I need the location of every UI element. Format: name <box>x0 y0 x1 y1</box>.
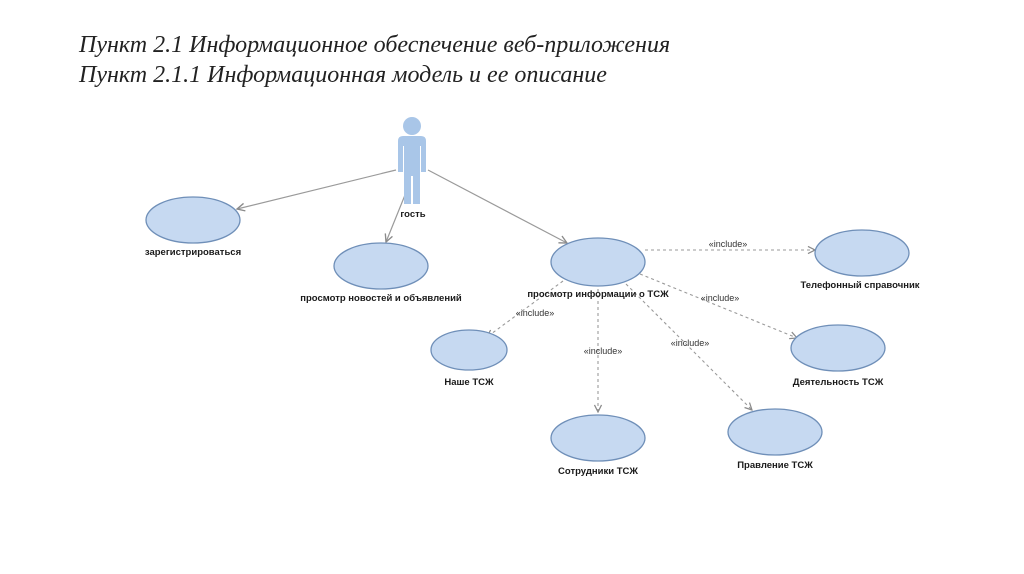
include-label-phonebook: «include» <box>709 239 748 249</box>
association-news <box>386 194 406 242</box>
use-case-phonebook-label: Телефонный справочник <box>800 280 919 291</box>
use-case-our-label: Наше ТСЖ <box>444 377 494 388</box>
include-label-board: «include» <box>671 338 710 348</box>
title-line-2: Пункт 2.1.1 Информационная модель и ее о… <box>79 62 607 88</box>
include-label-activity: «include» <box>701 293 740 303</box>
actor-person-icon <box>398 117 426 204</box>
include-label-our: «include» <box>516 308 555 318</box>
association-register <box>237 169 397 209</box>
use-case-board-label: Правление ТСЖ <box>737 460 813 471</box>
actor-label: гость <box>400 209 425 220</box>
use-case-activity-label: Деятельность ТСЖ <box>793 377 884 388</box>
use-case-board <box>727 408 823 456</box>
use-case-info <box>550 237 646 287</box>
use-case-staff <box>550 414 646 462</box>
use-case-phonebook <box>814 229 910 277</box>
use-case-our <box>430 329 508 371</box>
use-case-register <box>145 196 241 244</box>
include-our <box>487 280 564 337</box>
use-case-activity <box>790 324 886 372</box>
association-info <box>427 169 567 243</box>
page-title: Пункт 2.1 Информационное обеспечение веб… <box>79 30 979 90</box>
use-case-staff-label: Сотрудники ТСЖ <box>558 466 638 477</box>
title-line-1: Пункт 2.1 Информационное обеспечение веб… <box>79 32 671 58</box>
include-label-staff: «include» <box>584 346 623 356</box>
include-activity <box>639 273 797 338</box>
use-case-info-label: просмотр информации о ТСЖ <box>527 289 669 300</box>
use-case-news-label: просмотр новостей и объявлений <box>300 293 462 304</box>
use-case-register-label: зарегистрироваться <box>145 247 241 258</box>
use-case-news <box>333 242 429 290</box>
